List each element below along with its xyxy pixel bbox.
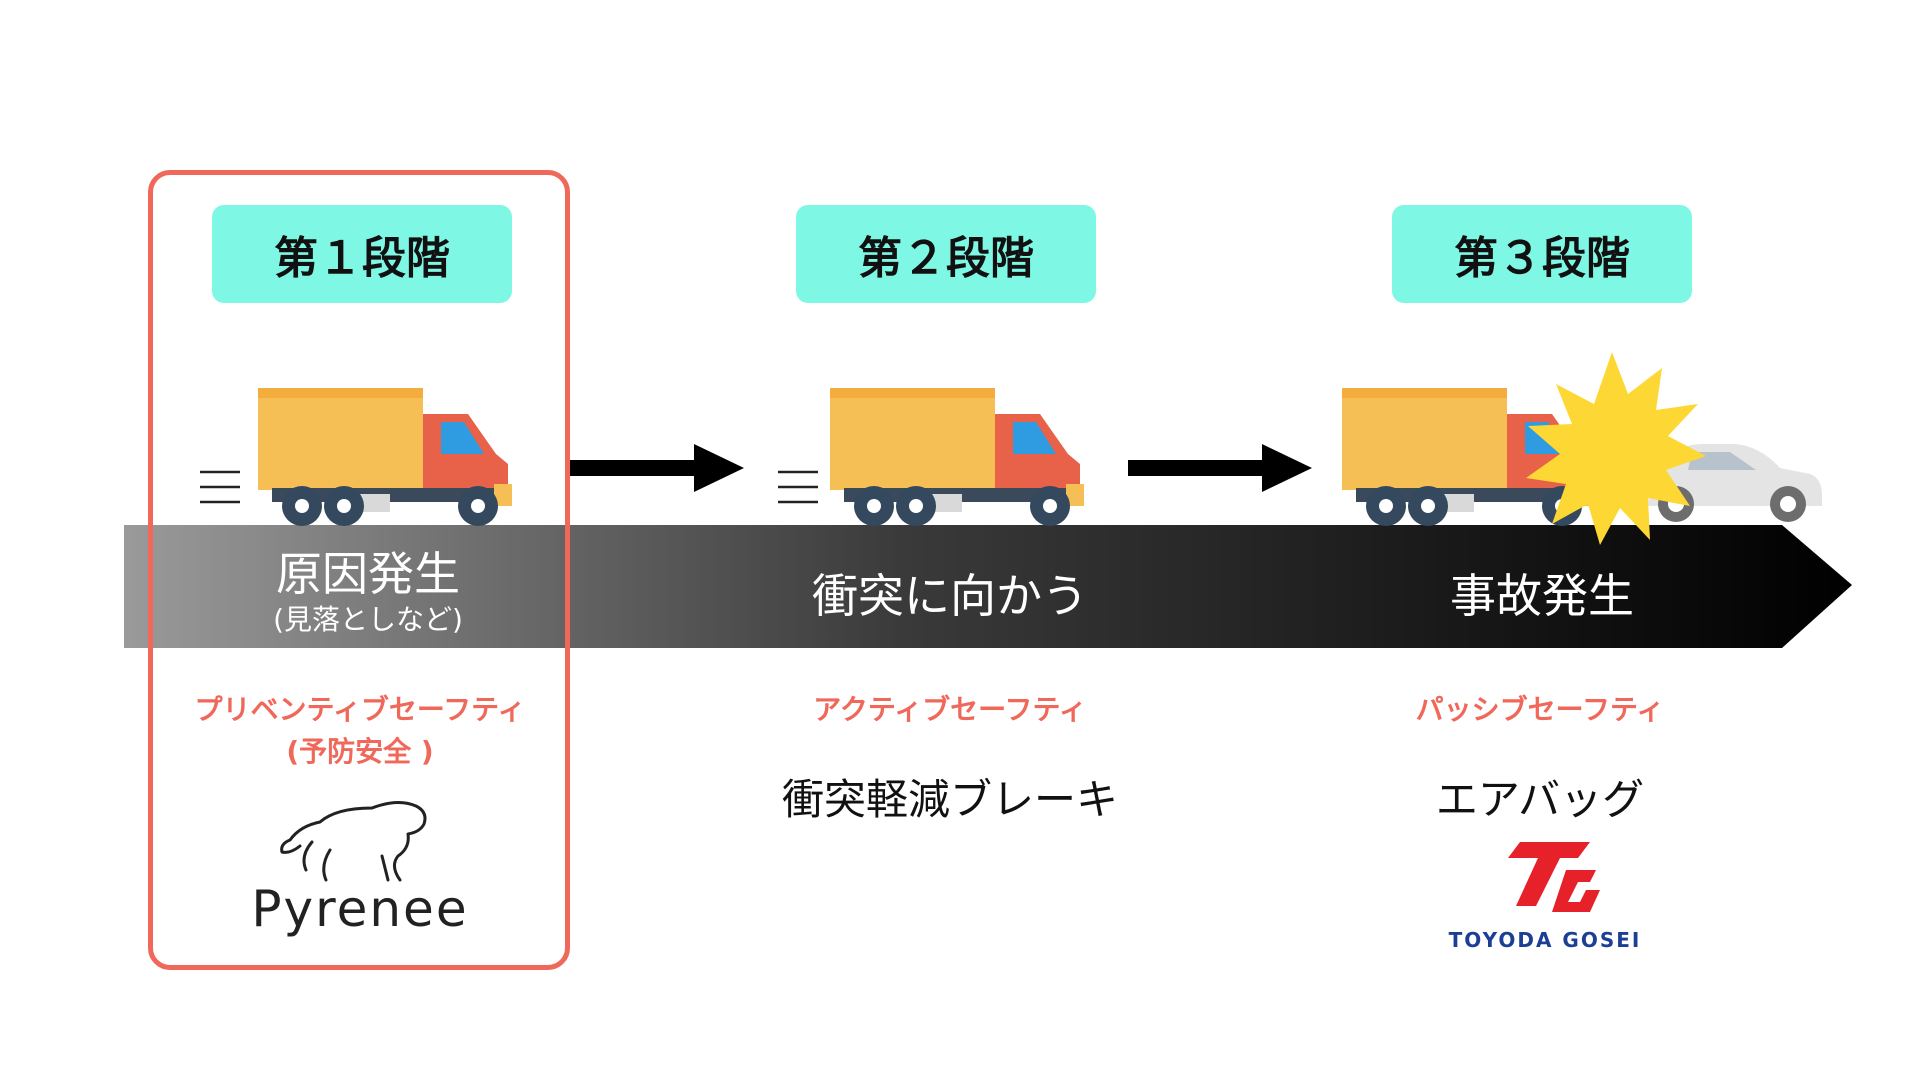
pyrenee-logo-text: Pyrenee bbox=[251, 880, 469, 938]
toyoda-gosei-mark-icon bbox=[1508, 842, 1600, 912]
stage1-category-sub: (予防安全 ) bbox=[286, 735, 434, 768]
dog-icon bbox=[280, 801, 427, 882]
stage1-highlight-box bbox=[148, 170, 570, 970]
stage1-band-subtext: (見落としなど) bbox=[273, 603, 463, 636]
timeline-band bbox=[124, 525, 1852, 648]
arrow-right-icon bbox=[568, 444, 744, 492]
stage2-label: 第２段階 bbox=[796, 205, 1096, 303]
speed-lines-icon bbox=[778, 470, 818, 504]
toyoda-gosei-logo-text: TOYODA GOSEI bbox=[1448, 928, 1642, 952]
impact-burst-icon bbox=[1526, 352, 1706, 545]
stage1-band-text: 原因発生 bbox=[276, 547, 460, 601]
stage3-category: パッシブセーフティ bbox=[1415, 693, 1665, 726]
stage1-label: 第１段階 bbox=[212, 205, 512, 303]
stage2-category: アクティブセーフティ bbox=[813, 693, 1087, 726]
stage3-technology: エアバッグ bbox=[1435, 775, 1645, 824]
stage2-technology: 衝突軽減ブレーキ bbox=[781, 775, 1118, 824]
arrow-right-icon bbox=[1128, 444, 1312, 492]
stage3-label: 第３段階 bbox=[1392, 205, 1692, 303]
stage2-band-text: 衝突に向かう bbox=[812, 569, 1088, 623]
stage3-band-text: 事故発生 bbox=[1450, 569, 1634, 623]
speed-lines-icon bbox=[200, 470, 240, 504]
truck-icon bbox=[830, 388, 1084, 526]
stage1-category: プリベンティブセーフティ bbox=[194, 693, 526, 726]
